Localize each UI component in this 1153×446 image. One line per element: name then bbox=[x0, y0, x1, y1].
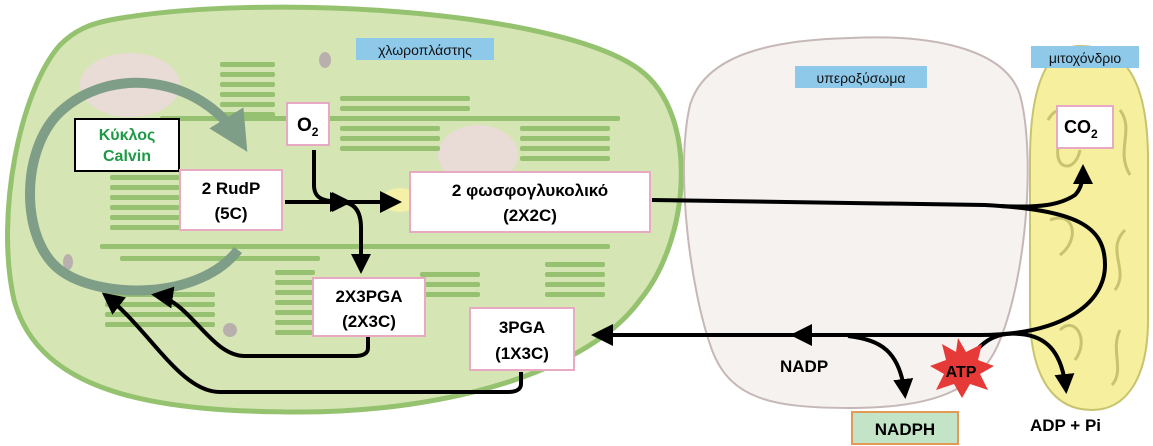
arrow-3pga-to-calvin bbox=[101, 292, 523, 394]
box-o2: O2 bbox=[286, 102, 330, 146]
box-2x3pga: 2Χ3PGA (2Χ3C) bbox=[312, 277, 426, 337]
peroxisome-tag-bg bbox=[795, 66, 927, 88]
starch-grain bbox=[438, 125, 518, 185]
atp-label: ATP bbox=[946, 364, 977, 381]
phosphoglycolate-line2: (2Χ2C) bbox=[503, 206, 557, 225]
arrowhead-loop-mid bbox=[790, 324, 812, 346]
chloroplast-tag-bg bbox=[356, 38, 494, 60]
calvin-cycle: Κύκλος Calvin bbox=[25, 77, 248, 296]
phosphoglycolate-line1: 2 φωσφογλυκολικό bbox=[452, 181, 608, 200]
chloroplast-tag: χλωροπλάστης bbox=[378, 42, 472, 58]
adp-pi-label: ADP + Pi bbox=[1030, 416, 1101, 435]
atp-star-icon bbox=[930, 338, 994, 398]
o2-subscript: 2 bbox=[312, 125, 319, 139]
arrow-2x3pga-to-calvin bbox=[151, 286, 370, 358]
box-rudp: 2 RudP (5C) bbox=[179, 169, 283, 231]
nadph-badge: NADPH bbox=[851, 411, 959, 445]
arrow-atp-to-adp bbox=[970, 331, 1075, 394]
arrow-phosphoglycolate-loop bbox=[591, 198, 1108, 346]
co2-main: CO bbox=[1064, 117, 1091, 137]
plastoglobule bbox=[319, 52, 331, 68]
arrowhead-rudp-mid bbox=[330, 192, 348, 212]
nadph-label: NADPH bbox=[875, 420, 935, 439]
calvin-cycle-label-line2: Calvin bbox=[103, 148, 151, 165]
plastoglobule bbox=[223, 323, 237, 337]
atp-burst: ATP bbox=[930, 338, 994, 398]
arrow-to-co2 bbox=[999, 164, 1093, 209]
pga1-line1: 3PGA bbox=[499, 318, 545, 337]
pga2-line2: (2Χ3C) bbox=[342, 312, 396, 331]
mitochondrion-tag: μιτοχόνδριο bbox=[1049, 50, 1122, 66]
peroxisome: υπεροξύσωμα bbox=[683, 36, 1029, 410]
calvin-cycle-arrow bbox=[25, 77, 248, 296]
pga1-line2: (1Χ3C) bbox=[495, 344, 549, 363]
box-3pga: 3PGA (1Χ3C) bbox=[469, 307, 575, 371]
co2-label: CO2 bbox=[1064, 117, 1098, 141]
o2-main: O bbox=[297, 115, 312, 136]
rudp-line2: (5C) bbox=[214, 204, 247, 223]
nadp-label: NADP bbox=[780, 357, 828, 376]
mitochondrion-tag-bg bbox=[1031, 46, 1139, 68]
box-co2: CO2 bbox=[1056, 105, 1114, 149]
peroxisome-tag: υπεροξύσωμα bbox=[817, 70, 906, 86]
o2-label: O2 bbox=[297, 115, 319, 139]
arrow-nadp-to-nadph bbox=[847, 334, 914, 399]
rudp-line1: 2 RudP bbox=[202, 179, 261, 198]
plastoglobule bbox=[63, 254, 73, 270]
calvin-cycle-box bbox=[74, 118, 180, 172]
box-phosphoglycolate: 2 φωσφογλυκολικό (2Χ2C) bbox=[409, 171, 651, 233]
calvin-cycle-label-line1: Κύκλος bbox=[99, 127, 156, 144]
pga2-line1: 2Χ3PGA bbox=[335, 287, 402, 306]
thylakoid-stacks bbox=[100, 62, 620, 335]
peroxisome-body bbox=[683, 36, 1029, 410]
co2-subscript: 2 bbox=[1091, 127, 1098, 141]
